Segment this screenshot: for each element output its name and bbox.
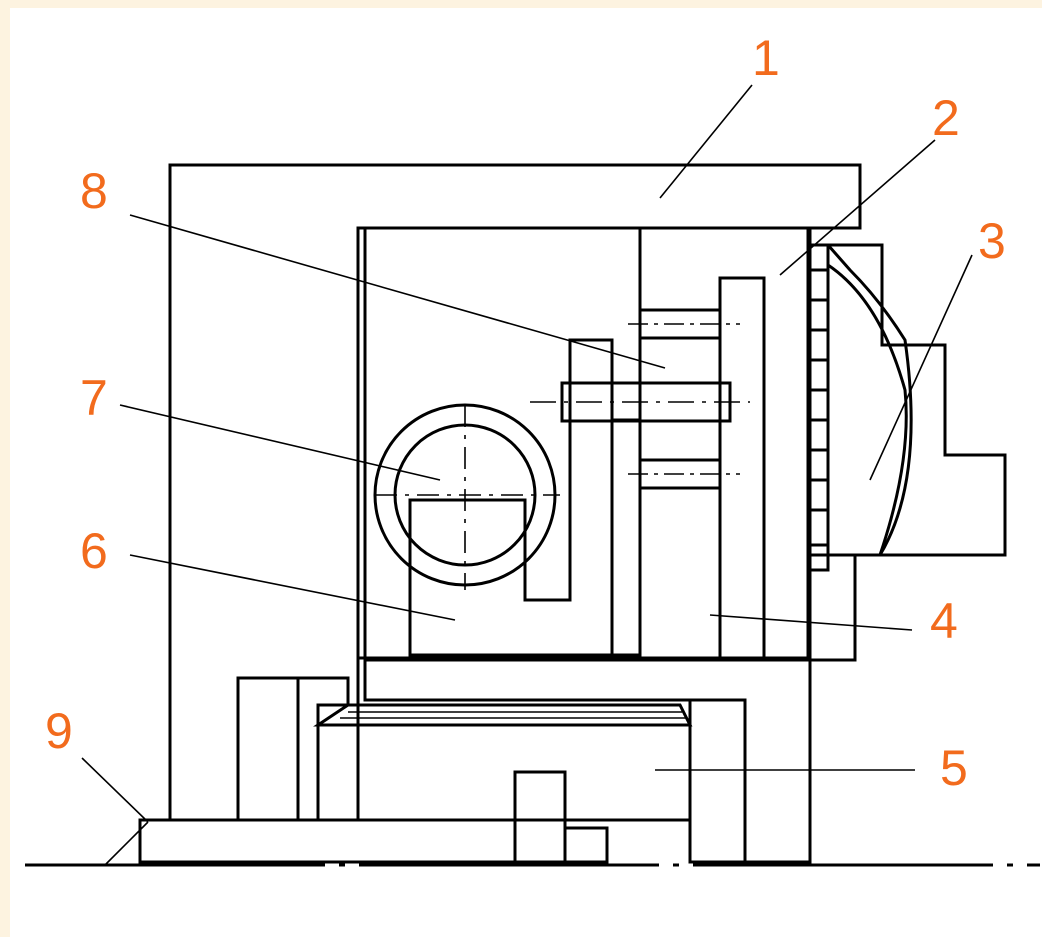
part-6-carrier: [408, 338, 642, 657]
leader-3: [869, 254, 973, 481]
leader-9b: [104, 821, 149, 866]
part-8-pin: [530, 308, 750, 490]
leader-9: [81, 757, 149, 823]
leader-4: [709, 614, 913, 631]
leader-7: [119, 404, 441, 481]
part-3-cam-segment: [808, 243, 1007, 662]
callout-labels: 1 2 3 4 5 6 7 8 9: [45, 30, 1006, 796]
part-9-base: [138, 818, 517, 864]
part-7-worm: [373, 403, 560, 590]
callout-9: 9: [45, 703, 73, 759]
callout-1: 1: [752, 30, 780, 86]
callout-7: 7: [80, 370, 108, 426]
part-1-housing: [168, 163, 862, 822]
leader-1: [659, 84, 753, 199]
callout-4: 4: [930, 593, 958, 649]
callout-2: 2: [932, 90, 960, 146]
leader-6: [129, 554, 456, 621]
part-5-lower-gear: [236, 658, 812, 864]
leader-8: [129, 214, 666, 369]
part-2-toothed-plate: [638, 226, 830, 662]
callout-8: 8: [80, 163, 108, 219]
callout-3: 3: [978, 213, 1006, 269]
callout-5: 5: [940, 740, 968, 796]
callout-6: 6: [80, 523, 108, 579]
leader-2: [779, 139, 936, 276]
drawing-paper: [10, 8, 1042, 937]
leader-lines: [81, 84, 973, 866]
